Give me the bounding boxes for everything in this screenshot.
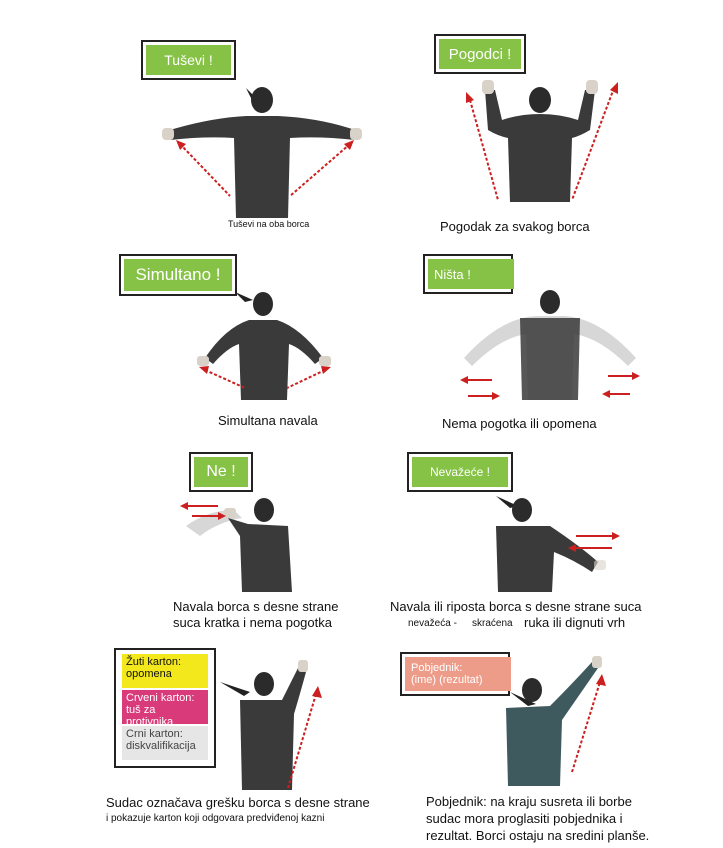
caption: Nema pogotka ili opomena	[442, 416, 597, 431]
red-card: Crveni karton: tuš za protivnika	[122, 690, 208, 724]
panel-cards: Žuti karton: opomena Crveni karton: tuš …	[0, 640, 360, 848]
bubble-text: Simultano !	[135, 265, 220, 285]
referee-figure	[216, 654, 336, 794]
caption-line-1: Navala borca s desne strane	[173, 599, 338, 614]
bubble-text: Tuševi !	[164, 52, 213, 68]
caption: Tuševi na oba borca	[228, 219, 309, 229]
bubble-text: Pogodci !	[449, 46, 512, 63]
referee-figure	[480, 648, 620, 788]
caption: Simultana navala	[218, 413, 318, 428]
bubble-text: Ne !	[206, 463, 235, 481]
caption-line-2: ruka ili dignuti vrh	[524, 615, 625, 630]
caption-line-2: suca kratka i nema pogotka	[173, 615, 332, 630]
referee-figure	[175, 288, 355, 408]
caption-line-1: Pobjednik: na kraju susreta ili borbe	[426, 794, 632, 809]
speech-bubble: Tuševi !	[141, 40, 236, 80]
speech-bubble: Pogodci !	[434, 34, 526, 74]
caption: Pogodak za svakog borca	[440, 219, 590, 234]
bubble-text: Ništa !	[434, 267, 471, 282]
panel-touches-each: Pogodci ! Pogodak za svakog borca	[360, 0, 723, 240]
black-card: Crni karton: diskvalifikacija	[122, 726, 208, 760]
bubble-line-2: (ime) (rezultat)	[411, 674, 483, 686]
panel-touches-both: Tuševi ! Tuševi na oba borca	[0, 0, 360, 240]
caption-line-1: Sudac označava grešku borca s desne stra…	[106, 795, 370, 810]
caption-line-3: rezultat. Borci ostaju na sredini planše…	[426, 828, 649, 843]
caption-line-2: sudac mora proglasiti pobjednika i	[426, 811, 623, 826]
panel-no: Ne ! Navala borca s desne strane suca kr…	[0, 446, 360, 636]
bubble-line-1: Pobjednik:	[411, 662, 462, 674]
speech-bubble: Nevažeće !	[407, 452, 513, 492]
bubble-text: Nevažeće !	[430, 465, 490, 479]
speech-bubble: Ne !	[189, 452, 253, 492]
panel-simultaneous: Simultano ! Simultana navala	[0, 248, 360, 438]
yellow-card: Žuti karton: opomena	[122, 654, 208, 688]
panel-winner: Pobjednik: (ime) (rezultat) Pobjednik: n…	[360, 640, 723, 848]
caption-small-1: nevažeća -	[408, 618, 457, 629]
panel-invalid: Nevažeće ! Navala ili riposta borca s de…	[360, 446, 723, 636]
panel-nothing: Ništa ! Nema pogotka ili opomena	[360, 248, 723, 438]
caption-line-2: i pokazuje karton koji odgovara predviđe…	[106, 813, 324, 824]
referee-figure	[178, 496, 318, 596]
referee-figure	[450, 288, 650, 408]
cards-bubble: Žuti karton: opomena Crveni karton: tuš …	[114, 648, 216, 768]
caption-small-2: skraćena	[472, 618, 513, 629]
referee-figure	[470, 496, 630, 596]
referee-figure	[440, 70, 640, 210]
referee-figure	[150, 78, 380, 228]
caption-line-1: Navala ili riposta borca s desne strane …	[390, 599, 641, 614]
